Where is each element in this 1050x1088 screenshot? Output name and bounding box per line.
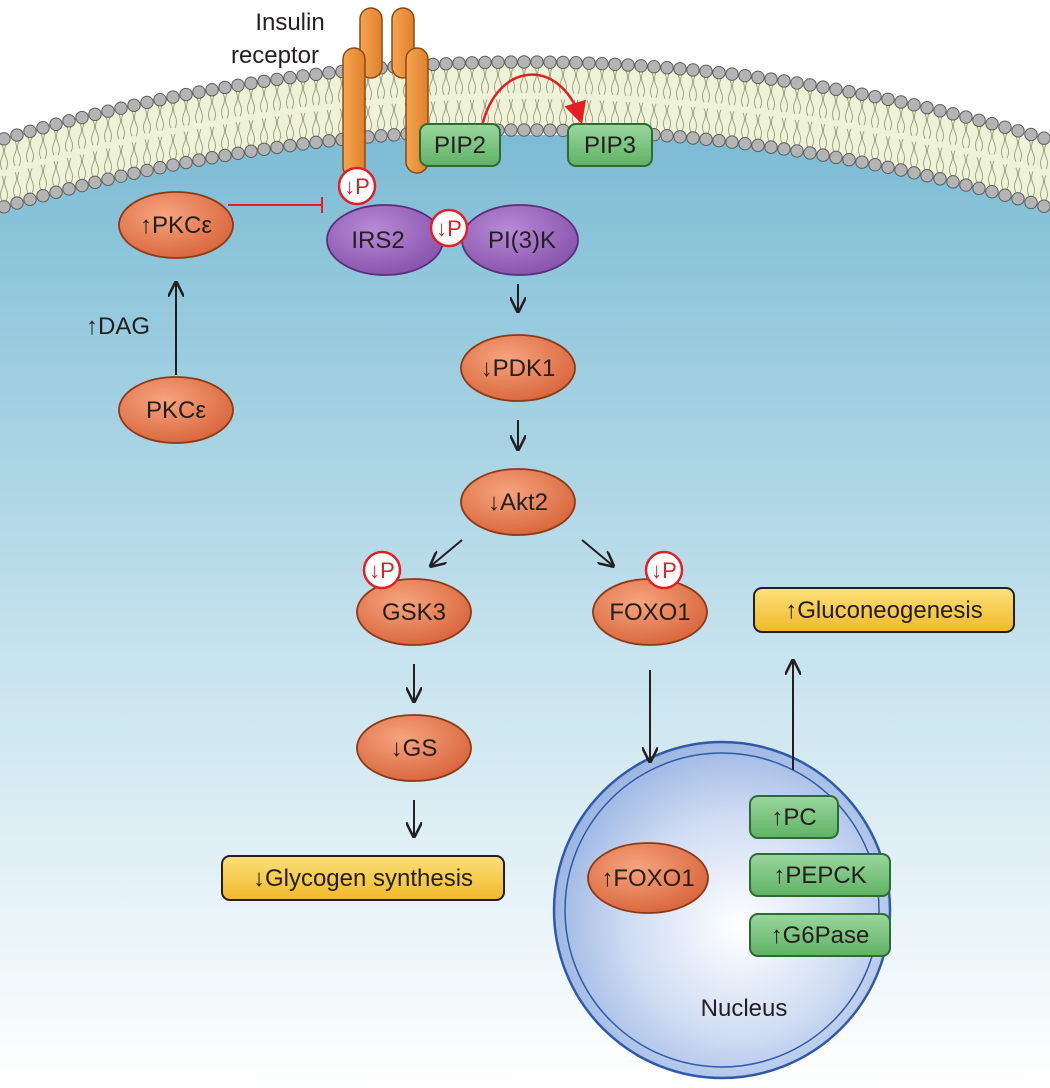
pepck-box xyxy=(749,853,891,897)
gsk3-label: GSK3 xyxy=(382,599,446,626)
foxo1-phospho-marker: ↓P xyxy=(644,550,684,590)
glycogen-synthesis-box xyxy=(221,855,505,901)
foxo1-label: FOXO1 xyxy=(609,599,690,626)
dag-label: ↑DAG xyxy=(86,313,150,340)
nucleus xyxy=(552,740,892,1080)
insulin-receptor xyxy=(342,7,429,179)
pc-box xyxy=(749,795,839,839)
pip3-box xyxy=(567,123,653,167)
irs2-label: IRS2 xyxy=(351,227,404,254)
insulin-receptor-label-line1: Insulin xyxy=(255,9,324,36)
pip2-box xyxy=(419,123,501,167)
g6pase-box xyxy=(749,913,891,957)
pc-label: ↑PC xyxy=(771,804,816,831)
gsk3-phospho-marker: ↓P xyxy=(362,550,402,590)
pip3-label: PIP3 xyxy=(584,132,636,159)
pkce-node xyxy=(118,376,234,444)
foxo1-nucleus-label: ↑FOXO1 xyxy=(601,865,694,892)
pdk1-label: ↓PDK1 xyxy=(481,355,556,382)
svg-text:↓P: ↓P xyxy=(651,558,677,583)
pip2-label: PIP2 xyxy=(434,132,486,159)
nucleus-label: Nucleus xyxy=(701,995,788,1022)
svg-text:↓P: ↓P xyxy=(436,216,462,241)
foxo1-nucleus-node xyxy=(587,842,709,914)
pdk1-node xyxy=(460,334,576,402)
akt2-node xyxy=(460,468,576,536)
g6pase-label: ↑G6Pase xyxy=(771,922,870,949)
gs-node xyxy=(356,714,472,782)
svg-text:↓P: ↓P xyxy=(369,558,395,583)
insulin-receptor-label-line2: receptor xyxy=(231,42,319,69)
akt2-label: ↓Akt2 xyxy=(488,489,548,516)
pepck-label: ↑PEPCK xyxy=(773,862,866,889)
gs-label: ↓GS xyxy=(391,735,438,762)
pkce-up-node xyxy=(118,191,234,259)
gluconeogenesis-box xyxy=(753,587,1015,633)
svg-text:↓P: ↓P xyxy=(344,174,370,199)
irs2-phospho-marker: ↓P xyxy=(337,166,377,206)
pkce-label: PKCε xyxy=(146,397,206,424)
pip2-to-pip3-arrow xyxy=(478,73,586,139)
pi3k-label: PI(3)K xyxy=(488,227,556,254)
gluconeogenesis-label: ↑Gluconeogenesis xyxy=(785,597,982,624)
glycogen-synthesis-label: ↓Glycogen synthesis xyxy=(253,865,473,892)
complex-phospho-marker: ↓P xyxy=(429,208,469,248)
gsk3-node xyxy=(356,578,472,646)
pkce-up-label: ↑PKCε xyxy=(140,212,212,239)
